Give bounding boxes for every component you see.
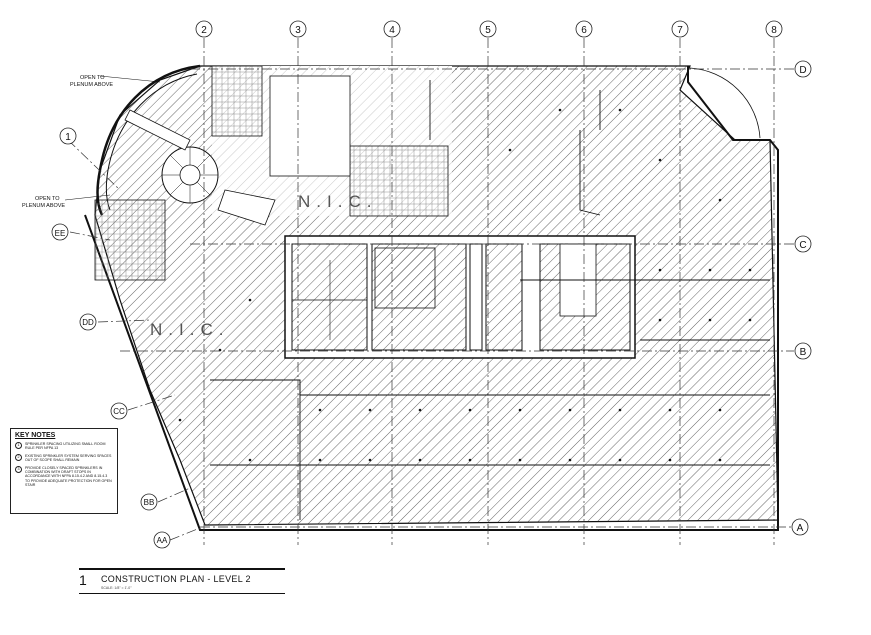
exterior-wall [84, 66, 779, 531]
svg-text:A: A [797, 523, 804, 534]
nic-label-lower: N.I.C. [150, 320, 229, 339]
grid-bubble-row-c: C [794, 235, 812, 253]
svg-text:8: 8 [771, 25, 777, 36]
grid-bubble-col-5: 5 [479, 20, 497, 38]
grid-bubble-col-7: 7 [671, 20, 689, 38]
core-rooms [94, 65, 636, 359]
svg-text:C: C [799, 240, 806, 251]
grid-bubble-row-d: D [794, 60, 812, 78]
grid-bubble-ee: EE [51, 223, 69, 241]
svg-text:DD: DD [82, 318, 94, 327]
grid-bubble-bb: BB [140, 493, 158, 511]
title-rule-bottom [79, 593, 285, 594]
grid-bubble-1: 1 [59, 127, 77, 145]
title-rule-top [79, 568, 285, 570]
grid-bubble-col-3: 3 [289, 20, 307, 38]
grid-bubble-dd: DD [79, 313, 97, 331]
svg-text:1: 1 [65, 132, 71, 143]
svg-text:4: 4 [389, 25, 395, 36]
grid-bubble-col-4: 4 [383, 20, 401, 38]
svg-text:3: 3 [295, 25, 301, 36]
grid-bubble-row-a: A [791, 518, 809, 536]
key-notes-title: KEY NOTES [15, 432, 56, 439]
key-note-text: SPRINKLER SPACING UTILIZING SMALL ROOM R… [25, 442, 106, 451]
key-note-number: 2 [15, 453, 22, 461]
sprinkler-piping [210, 80, 770, 520]
grid-bubble-cc: CC [110, 402, 128, 420]
svg-text:D: D [799, 65, 806, 76]
key-note-item: 1 SPRINKLER SPACING UTILIZING SMALL ROOM… [15, 442, 113, 451]
open-to-plenum-lower-2: PLENUM ABOVE [22, 203, 65, 209]
svg-text:EE: EE [55, 229, 66, 238]
key-note-number: 3 [15, 465, 22, 473]
view-title-block: 1 CONSTRUCTION PLAN - LEVEL 2 SCALE: 1/8… [79, 568, 285, 594]
svg-text:2: 2 [201, 25, 207, 36]
grid-bubble-col-6: 6 [575, 20, 593, 38]
grid-lines [67, 38, 794, 545]
svg-text:6: 6 [581, 25, 587, 36]
svg-text:AA: AA [157, 536, 168, 545]
sprinkler-heads [178, 108, 752, 462]
key-note-number: 1 [15, 442, 22, 449]
open-to-plenum-upper-2: PLENUM ABOVE [70, 82, 113, 88]
key-note-item: 3 PROVIDE CLOSELY SPACED SPRINKLERS IN C… [15, 465, 113, 488]
open-to-plenum-upper-1: OPEN TO [80, 75, 105, 81]
view-number: 1 [79, 572, 87, 588]
grid-bubble-aa: AA [153, 531, 171, 549]
svg-text:CC: CC [113, 407, 125, 416]
svg-text:7: 7 [677, 25, 683, 36]
svg-text:5: 5 [485, 25, 491, 36]
svg-text:BB: BB [144, 498, 155, 507]
grid-bubble-row-b: B [794, 342, 812, 360]
view-title: CONSTRUCTION PLAN - LEVEL 2 [101, 574, 251, 584]
grid-bubble-col-8: 8 [765, 20, 783, 38]
grid-bubble-col-2: 2 [195, 20, 213, 38]
nic-label-upper: N.I.C. [298, 192, 377, 211]
svg-text:B: B [800, 347, 807, 358]
open-to-plenum-lower-1: OPEN TO [35, 196, 60, 202]
view-scale: SCALE: 1/8" = 1'-0" [101, 586, 132, 590]
key-note-text: PROVIDE CLOSELY SPACED SPRINKLERS IN COM… [25, 465, 112, 488]
ne-arc [689, 67, 761, 139]
key-note-item: 2 EXISTING SPRINKLER SYSTEM SERVING SPAC… [15, 453, 113, 463]
curved-corner-wall-inner [105, 73, 198, 211]
key-notes-panel: KEY NOTES 1 SPRINKLER SPACING UTILIZING … [10, 428, 118, 514]
key-note-text: EXISTING SPRINKLER SYSTEM SERVING SPACES… [25, 453, 112, 463]
